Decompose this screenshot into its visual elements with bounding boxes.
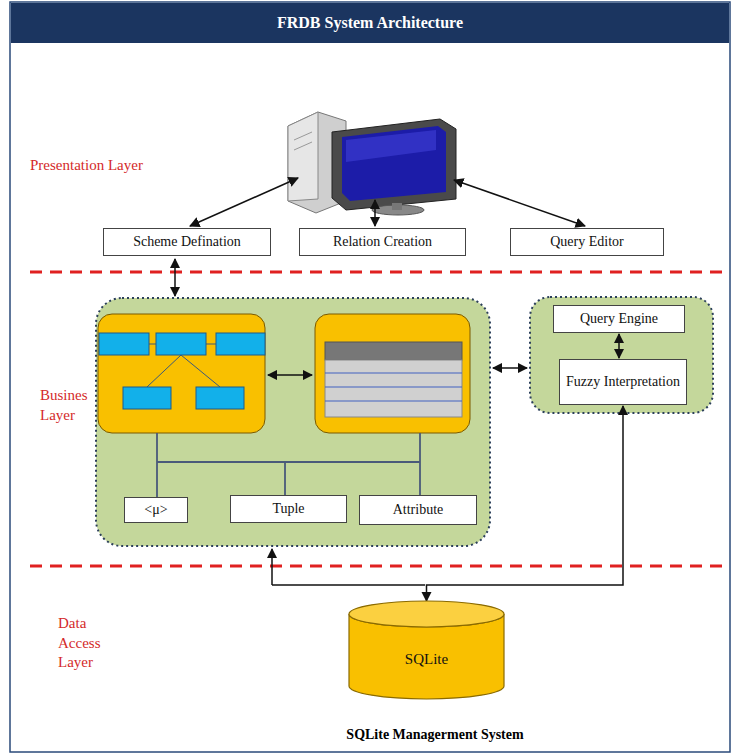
outer-frame [10,2,730,752]
node-text: Scheme Defination [133,234,241,250]
database-cylinder: SQLite [348,600,505,700]
schema-tree-icon [98,314,265,433]
process-box: Query Editor [510,228,664,256]
title-band [11,3,729,43]
process-box: Relation Creation [299,228,466,256]
component-box: <μ> [124,497,188,523]
node-text: Query Editor [550,234,623,250]
layer-label: Busines Layer [40,386,94,425]
node-text: Tuple [272,501,304,517]
process-box: Scheme Defination [103,228,271,256]
client-arrows [190,178,585,226]
node-text: Attribute [393,502,444,518]
node-text: Relation Creation [333,234,432,250]
node-text: Query Engine [580,311,658,327]
business-group [96,298,490,546]
relation-table-icon [315,314,470,433]
computer-icon [288,112,456,215]
layer-separator [30,271,730,274]
component-box: Attribute [359,495,477,525]
layout-arrows [175,259,527,585]
layer-label: Presentation Layer [30,156,143,176]
node-text: SQLite [405,651,448,668]
component-bus [157,433,420,497]
caption-label: SQLite Managerment System [290,726,580,744]
connector-arrow [618,334,620,358]
component-box: Tuple [230,495,347,523]
layer-separator [30,565,730,568]
node-text: Fuzzy Interpretation [566,374,680,390]
node-text: <μ> [144,502,167,518]
engine-box: Fuzzy Interpretation [559,359,687,405]
layer-label: Data Access Layer [58,614,120,673]
title-text: FRDB System Architecture [11,3,729,43]
engine-box: Query Engine [553,305,685,333]
query-group [530,297,713,413]
cylinder-outline [348,600,505,700]
